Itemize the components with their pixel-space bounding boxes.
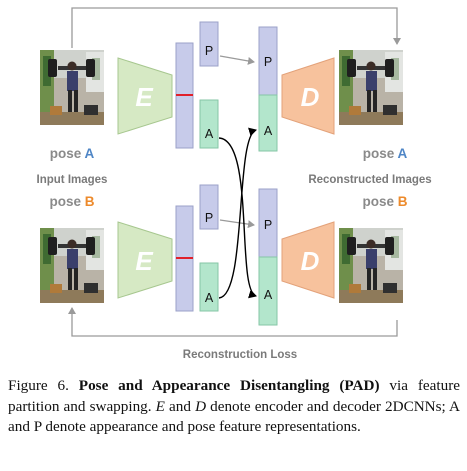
pose-arrow-top bbox=[219, 55, 255, 65]
input-image-pose-b bbox=[40, 228, 104, 303]
svg-text:P: P bbox=[205, 211, 213, 225]
input-pose-b-label: pose B bbox=[49, 194, 94, 209]
caption-text-2: and bbox=[164, 397, 196, 415]
reconstructed-pose-b-label: pose B bbox=[362, 194, 407, 209]
svg-text:P: P bbox=[205, 44, 213, 58]
caption-decoder-symbol: D bbox=[195, 397, 207, 415]
pose-feature-top-left: P bbox=[199, 21, 219, 67]
reconstructed-image-pose-a bbox=[339, 50, 403, 125]
feature-bar-top bbox=[175, 42, 194, 149]
appearance-feature-top-left: A bbox=[199, 99, 219, 149]
figure-caption: Figure 6. Pose and Appearance Disentangl… bbox=[8, 376, 460, 438]
decoder-top: D bbox=[281, 57, 335, 135]
top-loop-line bbox=[71, 7, 401, 48]
feature-bar-bottom bbox=[175, 205, 194, 312]
decoder-bottom: D bbox=[281, 221, 335, 299]
reconstructed-images-label: Reconstructed Images bbox=[308, 174, 431, 186]
svg-text:A: A bbox=[205, 127, 214, 141]
encoder-top: E bbox=[117, 57, 173, 135]
svg-text:A: A bbox=[264, 124, 273, 138]
svg-text:P: P bbox=[264, 55, 272, 69]
recombined-feature-top: P A bbox=[258, 26, 278, 152]
pad-diagram: Reconstruction Loss pose A Input Images … bbox=[37, 7, 432, 361]
caption-title: Pose and Appearance Disentangling (PAD) bbox=[78, 377, 380, 394]
reconstructed-pose-a-label: pose A bbox=[363, 146, 408, 161]
caption-encoder-symbol: E bbox=[155, 397, 165, 415]
pose-arrow-bottom bbox=[219, 219, 255, 229]
bottom-loop-line bbox=[68, 307, 398, 337]
appearance-swap-arrow-down bbox=[218, 137, 257, 299]
svg-text:A: A bbox=[205, 291, 214, 305]
figure-number: Figure 6. bbox=[8, 377, 69, 394]
recombined-feature-bottom: P A bbox=[258, 188, 278, 326]
pose-feature-bottom-left: P bbox=[199, 184, 219, 230]
input-image-pose-a bbox=[40, 50, 104, 125]
appearance-feature-bottom-left: A bbox=[199, 262, 219, 312]
svg-text:P: P bbox=[264, 218, 272, 232]
svg-text:E: E bbox=[135, 82, 153, 112]
input-images-label: Input Images bbox=[37, 174, 108, 186]
svg-text:D: D bbox=[301, 246, 320, 276]
input-pose-a-label: pose A bbox=[50, 146, 95, 161]
appearance-swap-arrow-up bbox=[218, 127, 257, 299]
svg-text:D: D bbox=[301, 82, 320, 112]
svg-text:E: E bbox=[135, 246, 153, 276]
caption-text-1: via feature partition and swapping. bbox=[8, 377, 461, 415]
reconstructed-image-pose-b bbox=[339, 228, 403, 303]
reconstruction-loss-label: Reconstruction Loss bbox=[183, 349, 297, 361]
svg-text:A: A bbox=[264, 288, 273, 302]
caption-text-3: denote encoder and decoder 2DCNNs; A and… bbox=[8, 397, 460, 436]
encoder-bottom: E bbox=[117, 221, 173, 299]
